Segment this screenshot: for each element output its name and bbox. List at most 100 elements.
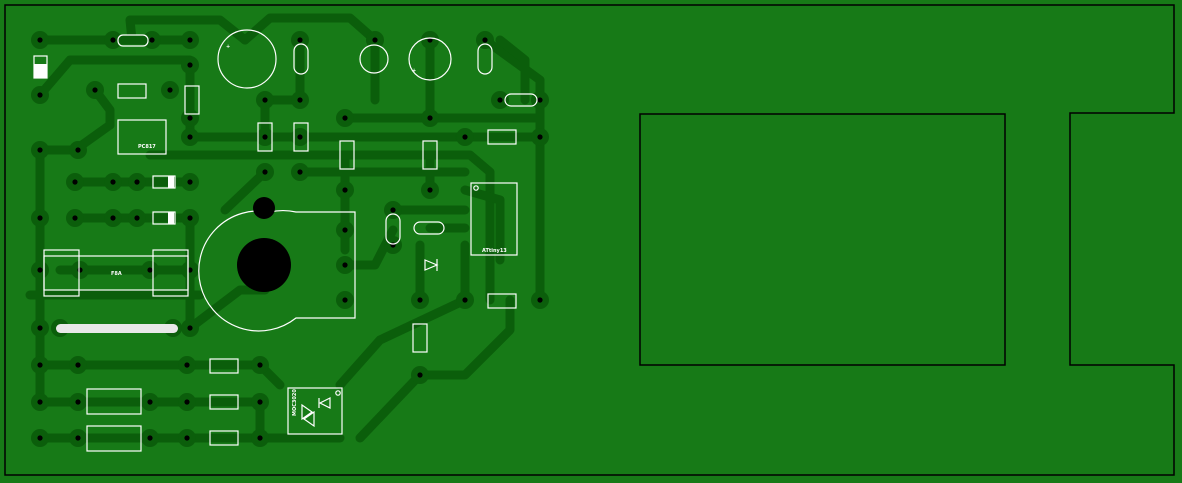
terminal-outline bbox=[86, 388, 142, 415]
drill-hole bbox=[75, 435, 81, 441]
led-symbol bbox=[318, 397, 331, 409]
drill-hole bbox=[257, 399, 263, 405]
optocoupler-outline bbox=[117, 119, 167, 155]
drill-hole bbox=[297, 97, 303, 103]
drill-hole bbox=[75, 399, 81, 405]
jumper-wire bbox=[56, 324, 178, 333]
triac-symbol bbox=[301, 403, 315, 428]
pads bbox=[31, 31, 549, 447]
capacitor-outline bbox=[385, 213, 401, 245]
drill-hole bbox=[110, 179, 116, 185]
drill-hole bbox=[462, 297, 468, 303]
drill-hole bbox=[37, 215, 43, 221]
drill-hole bbox=[110, 215, 116, 221]
resistor-outline bbox=[184, 85, 200, 115]
regulator-outline bbox=[359, 44, 389, 74]
drill-hole bbox=[167, 87, 173, 93]
capacitor-outline bbox=[413, 221, 445, 235]
display-cutout bbox=[639, 113, 1006, 366]
drill-hole bbox=[184, 362, 190, 368]
polarity-mark: + bbox=[226, 44, 230, 50]
drill-hole bbox=[37, 325, 43, 331]
drill-hole bbox=[149, 37, 155, 43]
drill-hole bbox=[342, 297, 348, 303]
drill-hole bbox=[184, 435, 190, 441]
fuse-label: F8A bbox=[111, 271, 122, 277]
electrolytic-cap bbox=[408, 37, 452, 81]
resistor-outline bbox=[422, 140, 438, 170]
drill-hole bbox=[537, 297, 543, 303]
capacitor-outline bbox=[293, 43, 309, 75]
drill-hole bbox=[37, 435, 43, 441]
drill-hole bbox=[372, 37, 378, 43]
silkscreen: + + PC817 ATtiny13 F8A bbox=[33, 29, 538, 452]
drill-hole bbox=[37, 267, 43, 273]
polarity-mark: + bbox=[412, 68, 416, 74]
drill-hole bbox=[37, 147, 43, 153]
drill-hole bbox=[482, 37, 488, 43]
drill-hole bbox=[187, 215, 193, 221]
resistor-outline bbox=[117, 83, 147, 99]
drill-hole bbox=[262, 134, 268, 140]
drill-hole bbox=[257, 435, 263, 441]
drill-hole bbox=[37, 37, 43, 43]
drill-hole bbox=[92, 87, 98, 93]
capacitor-outline bbox=[117, 34, 149, 47]
triac-driver-outline bbox=[287, 387, 343, 435]
drill-hole bbox=[187, 134, 193, 140]
diode-outline bbox=[152, 211, 176, 225]
capacitor-outline bbox=[477, 43, 493, 75]
resistor-outline bbox=[293, 122, 309, 152]
copper-traces bbox=[25, 13, 545, 443]
diode-outline bbox=[152, 175, 176, 189]
electrolytic-cap bbox=[217, 29, 277, 89]
optocoupler-label: PC817 bbox=[138, 144, 156, 150]
drill-hole bbox=[462, 134, 468, 140]
diode-band bbox=[168, 176, 174, 188]
drill-hole bbox=[262, 169, 268, 175]
drill-hole bbox=[187, 115, 193, 121]
led-symbol bbox=[424, 259, 439, 271]
resistor-outline bbox=[487, 129, 517, 145]
drill-hole bbox=[537, 134, 543, 140]
resistor-outline bbox=[487, 293, 517, 309]
drill-hole bbox=[110, 37, 116, 43]
diode-body bbox=[34, 64, 47, 78]
pin1-marker bbox=[335, 390, 341, 396]
mcu-outline bbox=[470, 182, 518, 256]
relay-outline bbox=[198, 210, 356, 332]
drill-hole bbox=[134, 215, 140, 221]
drill-hole bbox=[75, 362, 81, 368]
resistor-outline bbox=[209, 430, 239, 446]
fuse-body bbox=[43, 255, 189, 291]
diode-band bbox=[168, 212, 174, 224]
drill-hole bbox=[147, 435, 153, 441]
drill-hole bbox=[187, 267, 193, 273]
drill-hole bbox=[297, 37, 303, 43]
drill-hole bbox=[75, 147, 81, 153]
drill-hole bbox=[187, 179, 193, 185]
resistor-outline bbox=[257, 122, 273, 152]
drill-hole bbox=[342, 115, 348, 121]
drill-hole bbox=[37, 362, 43, 368]
drill-hole bbox=[187, 37, 193, 43]
drill-hole bbox=[72, 179, 78, 185]
drill-hole bbox=[257, 362, 263, 368]
drill-hole bbox=[134, 179, 140, 185]
resistor-outline bbox=[209, 358, 239, 374]
mounting-hole bbox=[237, 238, 291, 292]
drill-hole bbox=[184, 399, 190, 405]
mounting-hole bbox=[253, 197, 275, 219]
drill-hole bbox=[427, 37, 433, 43]
drill-hole bbox=[297, 169, 303, 175]
triac-driver-label: MOC3020 bbox=[292, 389, 298, 416]
drill-hole bbox=[72, 215, 78, 221]
drill-hole bbox=[37, 399, 43, 405]
drill-hole bbox=[417, 372, 423, 378]
drill-hole bbox=[427, 115, 433, 121]
drill-hole bbox=[37, 92, 43, 98]
resistor-outline bbox=[412, 323, 428, 353]
drill-hole bbox=[147, 399, 153, 405]
drill-hole bbox=[342, 227, 348, 233]
